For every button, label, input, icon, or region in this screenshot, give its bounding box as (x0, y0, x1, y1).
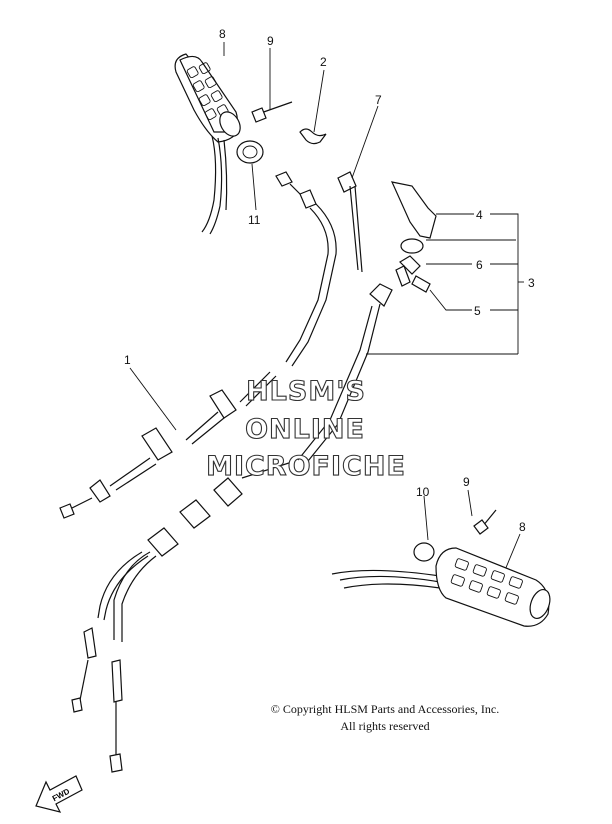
clip-part (299, 128, 327, 145)
collar-part-11 (236, 140, 264, 164)
top-screw-part (251, 101, 293, 123)
throttle-housing-parts (390, 181, 437, 293)
watermark-line-3: MICROFICHE (206, 451, 406, 482)
callout-6: 6 (476, 258, 483, 272)
cable-1 (59, 171, 337, 519)
callout-3: 3 (528, 276, 535, 290)
watermark-line-1: HLSM'S (246, 376, 366, 407)
callout-10: 10 (416, 485, 430, 499)
callout-9-top: 9 (267, 34, 274, 48)
callout-11: 11 (248, 213, 261, 227)
callout-leaders (129, 42, 524, 583)
copyright-line-2: All rights reserved (340, 719, 430, 733)
bottom-screw-part (473, 509, 497, 535)
callout-2: 2 (320, 55, 327, 69)
callout-5: 5 (474, 304, 481, 318)
callout-7: 7 (375, 93, 382, 107)
band-part-7 (337, 171, 363, 273)
watermark-line-2: ONLINE (245, 414, 365, 445)
callout-8-top: 8 (219, 27, 226, 41)
top-handlebar-grip (174, 53, 241, 235)
bottom-handlebar-grip (331, 542, 551, 627)
copyright-line-1: © Copyright HLSM Parts and Accessories, … (270, 702, 500, 716)
callout-4: 4 (476, 208, 483, 222)
callout-9-bottom: 9 (463, 475, 470, 489)
callout-8-bottom: 8 (519, 520, 526, 534)
fwd-arrow-icon: FWD (35, 775, 83, 813)
callout-1: 1 (124, 353, 131, 367)
cable-2 (71, 283, 393, 773)
